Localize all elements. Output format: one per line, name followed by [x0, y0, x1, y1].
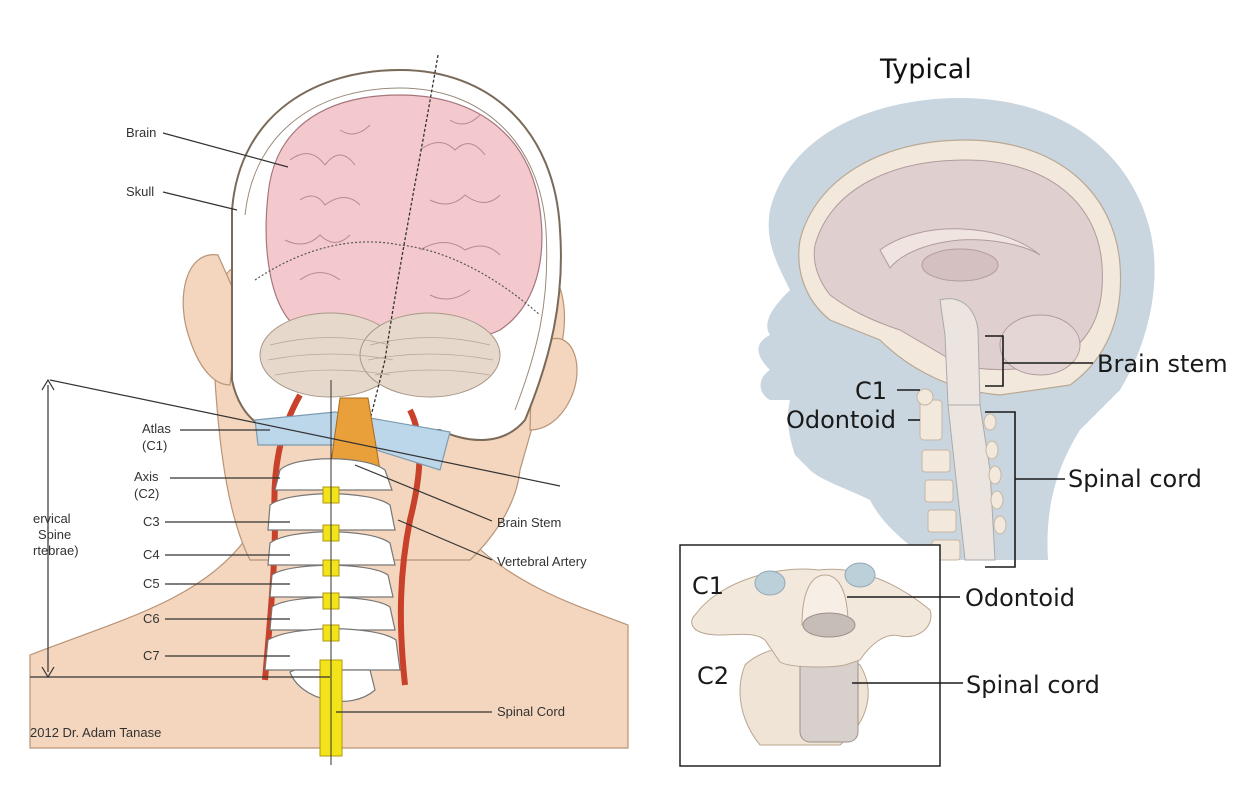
sagittal-illustration: Typical [679, 54, 1228, 767]
cerebellum-right [359, 312, 501, 398]
inset-facet-left [754, 570, 786, 596]
inset-label-odontoid: Odontoid [965, 584, 1075, 612]
vertebral-bodies [919, 399, 961, 561]
label-atlas: Atlas [142, 421, 171, 436]
spinal-cord-sagittal [947, 404, 996, 561]
inset-label-spinal-cord: Spinal cord [966, 671, 1100, 699]
midline-suture[interactable] [364, 54, 439, 441]
posterior-neck-illustration: Brain Skull Atlas (C1) Axis (C2) ervical… [29, 54, 629, 765]
spinous-processes [983, 413, 1007, 535]
brain [265, 94, 543, 341]
inset-leader-lines [847, 596, 963, 684]
ear-left [182, 254, 239, 386]
cervical-spine-bracket [30, 378, 561, 679]
label-brain-stem-right: Brain stem [1097, 350, 1228, 378]
cervical-vertebrae [264, 458, 401, 702]
label-c7: C7 [143, 648, 160, 663]
label-brain: Brain [126, 125, 156, 140]
label-c3: C3 [143, 514, 160, 529]
label-c4: C4 [143, 547, 160, 562]
skull-inner [244, 87, 548, 411]
inset-odontoid [801, 574, 849, 626]
label-axis-sub: (C2) [134, 486, 159, 501]
label-cervical-3: rtebrae) [33, 543, 79, 558]
c1-arch [916, 388, 934, 406]
label-c5: C5 [143, 576, 160, 591]
brain-gyri [284, 114, 501, 300]
inset-cord-top [802, 612, 856, 638]
inset-vertebrae [691, 562, 932, 746]
left-leader-lines [162, 132, 493, 713]
ventricle [921, 248, 999, 282]
right-leader-lines [897, 335, 1093, 568]
label-atlas-sub: (C1) [142, 438, 167, 453]
corpus-callosum [879, 228, 1041, 269]
label-c6: C6 [143, 611, 160, 626]
label-c1-right: C1 [855, 377, 887, 405]
label-axis: Axis [134, 469, 159, 484]
label-vertebral-artery: Vertebral Artery [497, 554, 587, 569]
label-cervical-2: Spine [38, 527, 71, 542]
inset-label-c2: C2 [697, 662, 729, 690]
label-brain-stem: Brain Stem [497, 515, 561, 530]
inset-facet-right [844, 562, 876, 588]
panel-title: Typical [879, 54, 972, 85]
lambdoid-suture [254, 241, 541, 316]
label-spinal-cord-right: Spinal cord [1068, 465, 1202, 493]
copyright: 2012 Dr. Adam Tanase [30, 725, 161, 740]
label-skull: Skull [126, 184, 154, 199]
label-spinal-cord: Spinal Cord [497, 704, 565, 719]
cerebellum-sagittal [999, 314, 1081, 376]
label-odontoid-right: Odontoid [786, 406, 896, 434]
cerebellum-folia [267, 337, 494, 376]
inset-label-c1: C1 [692, 572, 724, 600]
label-cervical-1: ervical [33, 511, 71, 526]
